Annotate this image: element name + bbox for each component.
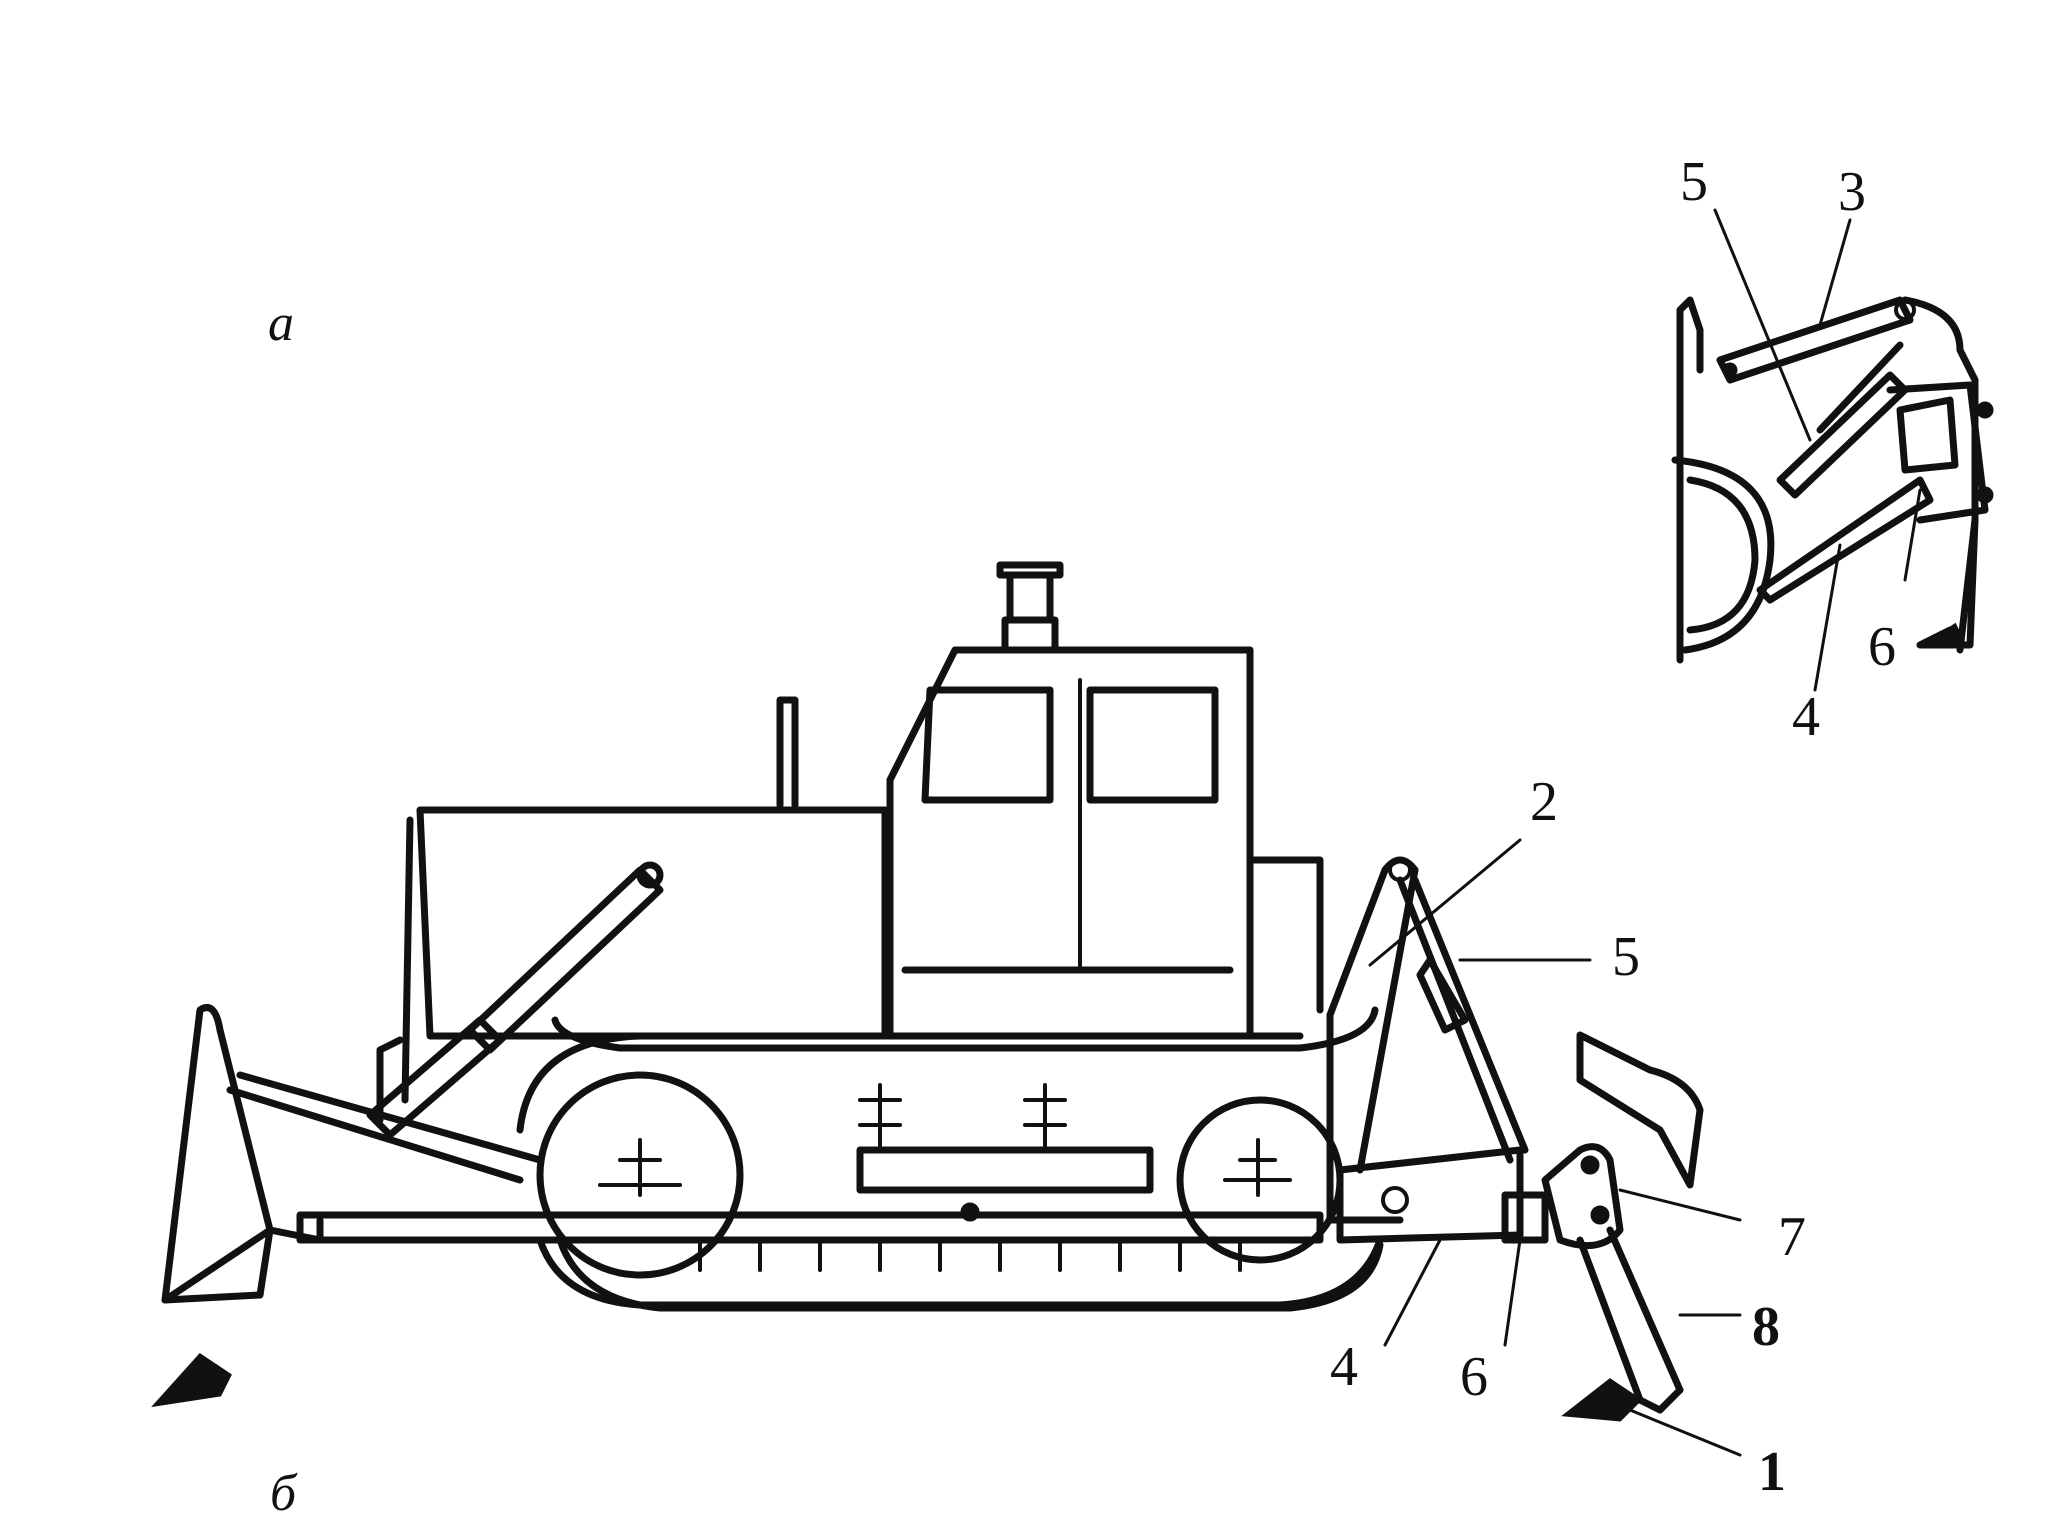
callout-8: 8 xyxy=(1752,1296,1780,1358)
view-label-a: a xyxy=(268,295,294,352)
operator-cab xyxy=(886,561,1324,1040)
view-label-b: б xyxy=(270,1465,298,1522)
front-dozer-blade xyxy=(151,861,664,1408)
callout-7: 7 xyxy=(1778,1206,1806,1268)
callout-5-inset: 5 xyxy=(1680,151,1708,213)
ripper-inset-view: 5 3 6 4 xyxy=(1671,151,1994,748)
callout-5: 5 xyxy=(1612,926,1640,988)
callout-2: 2 xyxy=(1530,771,1558,833)
callout-6: 6 xyxy=(1460,1346,1488,1408)
engine-hood xyxy=(376,696,889,1124)
callout-4: 4 xyxy=(1330,1336,1358,1398)
tractor-side-view: 2 5 7 8 1 4 6 xyxy=(151,561,1806,1503)
callout-4-inset: 4 xyxy=(1792,686,1820,748)
callout-3-inset: 3 xyxy=(1838,161,1866,223)
callout-1: 1 xyxy=(1758,1441,1786,1503)
leader-lines-main xyxy=(1368,838,1742,1457)
track-assembly xyxy=(296,1006,1384,1312)
rear-ripper xyxy=(1326,856,1704,1422)
callout-6-inset: 6 xyxy=(1868,616,1896,678)
